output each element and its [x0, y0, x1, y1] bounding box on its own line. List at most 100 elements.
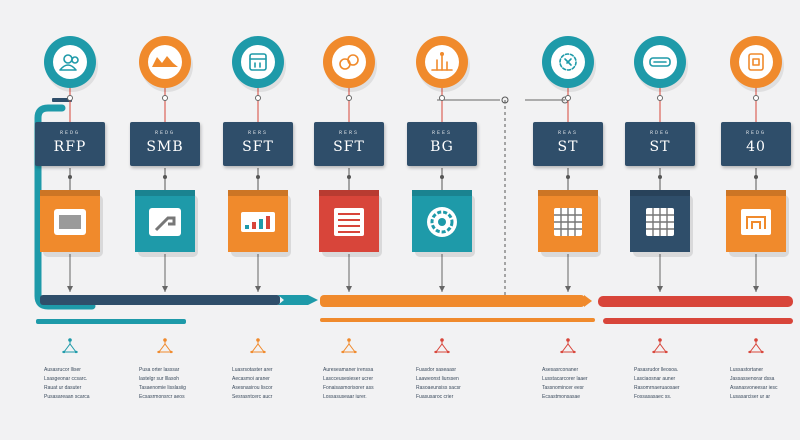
connector-arrow — [657, 286, 663, 292]
users-icon — [59, 54, 79, 71]
progress-bar-red — [598, 296, 793, 307]
step-1 — [40, 36, 103, 354]
caption-line: Ecsastmonsasae — [542, 394, 581, 400]
calendar-icon — [249, 53, 267, 71]
progress-bar-orange — [320, 295, 585, 307]
connector-node — [162, 95, 168, 101]
caption-line: Sesrasntcerc aucr — [232, 394, 273, 400]
step-6 — [538, 36, 601, 354]
connector-node — [255, 95, 261, 101]
step-code-large: 40 — [746, 139, 766, 155]
step-code-small: REDG — [59, 130, 80, 136]
caption-line: Rauat ur dasuter — [44, 385, 82, 391]
progress-sub-red — [603, 318, 793, 324]
connector-node — [439, 95, 445, 101]
connector-arrow — [255, 286, 261, 292]
milestone-marker — [62, 338, 78, 354]
caption-line: Lussastortaner — [730, 367, 764, 373]
progress-sub-orange — [320, 318, 595, 322]
step-code-large: ST — [557, 139, 579, 155]
cycle-icon — [427, 207, 457, 237]
caption-line: Fuasdor saseaasr — [416, 367, 457, 373]
settings-icon — [559, 53, 577, 71]
tile-band — [538, 190, 598, 196]
table-icon — [554, 208, 582, 236]
divider-dot — [501, 96, 509, 104]
step-code-box: REDG SMB — [130, 122, 200, 166]
caption-line: Tassnomincer eesr — [542, 385, 584, 391]
caption-line: Lsasgeonar ccsarc. — [44, 376, 88, 382]
connector-node — [67, 95, 73, 101]
caption-line: Luasrsotaster arer — [232, 367, 273, 373]
caption-line: Lascceusesieser ucrer — [323, 376, 374, 382]
connector-arrow — [346, 286, 352, 292]
connector-node — [658, 175, 662, 179]
step-5 — [412, 36, 475, 354]
step-8 — [726, 36, 789, 354]
caption-line: Tasaenomie lisslasiig — [139, 385, 186, 391]
shipping-icon — [649, 57, 671, 67]
building-icon — [741, 209, 771, 235]
caption-line: Asesasrconaner — [542, 367, 579, 373]
caption-line: Jassassenorar dssa — [730, 376, 775, 382]
step-code-small: RDEG — [649, 130, 670, 136]
clipboard-icon — [748, 53, 764, 71]
caption-line: Lusasarciser ur ar — [730, 394, 771, 400]
caption-line: Aecasmoi araner — [232, 376, 270, 382]
step-code-box: RDEG ST — [625, 122, 695, 166]
connector-node — [256, 175, 260, 179]
step-code-small: REDG — [745, 130, 766, 136]
connector-node — [565, 95, 571, 101]
window-icon — [54, 209, 86, 235]
caption-line: Asesnasirou liscor — [232, 385, 273, 391]
growth-chart-icon — [431, 52, 453, 71]
caption-line: Lossasuseaar iurer. — [323, 394, 367, 400]
step-7 — [630, 36, 693, 354]
connector-arrow — [439, 286, 445, 292]
step-code-box: REDG 40 — [721, 122, 791, 166]
caption-line: Fuasusaroc crier — [416, 394, 454, 400]
step-code-large: BG — [430, 139, 454, 155]
caption-line: Fonaisasmorisorer ass — [323, 385, 374, 391]
step-code-small: REDG — [154, 130, 175, 136]
step-code-large: ST — [649, 139, 671, 155]
chart-icon — [241, 212, 275, 232]
connector-node — [566, 175, 570, 179]
tile-band — [319, 190, 379, 196]
caption-line: Ecsasrmonsrcr aeos — [139, 394, 185, 400]
progress-sub-teal — [36, 319, 186, 324]
progress-bar-navy — [40, 295, 280, 305]
step-code-large: SFT — [242, 139, 274, 155]
grid-icon — [646, 208, 674, 236]
caption-line: Pusasareaan scarca — [44, 394, 90, 400]
tool-icon — [149, 208, 181, 236]
connector-node — [163, 175, 167, 179]
teal-bracket — [34, 104, 96, 310]
connector-node — [346, 95, 352, 101]
connector-node — [754, 175, 758, 179]
top-icon-inner — [739, 45, 773, 79]
connector-arrow — [753, 286, 759, 292]
caption-line: Rasomrnaeruaosaer — [634, 385, 680, 391]
step-code-large: SMB — [146, 139, 184, 155]
connector-node — [68, 175, 72, 179]
step-4 — [319, 36, 382, 354]
tile-band — [630, 190, 690, 196]
caption-line: Aureseamaner irenssa — [323, 367, 374, 373]
tile-band — [40, 190, 100, 196]
step-2 — [135, 36, 198, 354]
tile-band — [726, 190, 786, 196]
milestone-marker — [652, 338, 668, 354]
connector-arrow — [565, 286, 571, 292]
step-code-small: RERS — [338, 130, 359, 136]
caption-line: Asanasvoneesar iesc — [730, 385, 778, 391]
coins-icon — [339, 54, 359, 70]
